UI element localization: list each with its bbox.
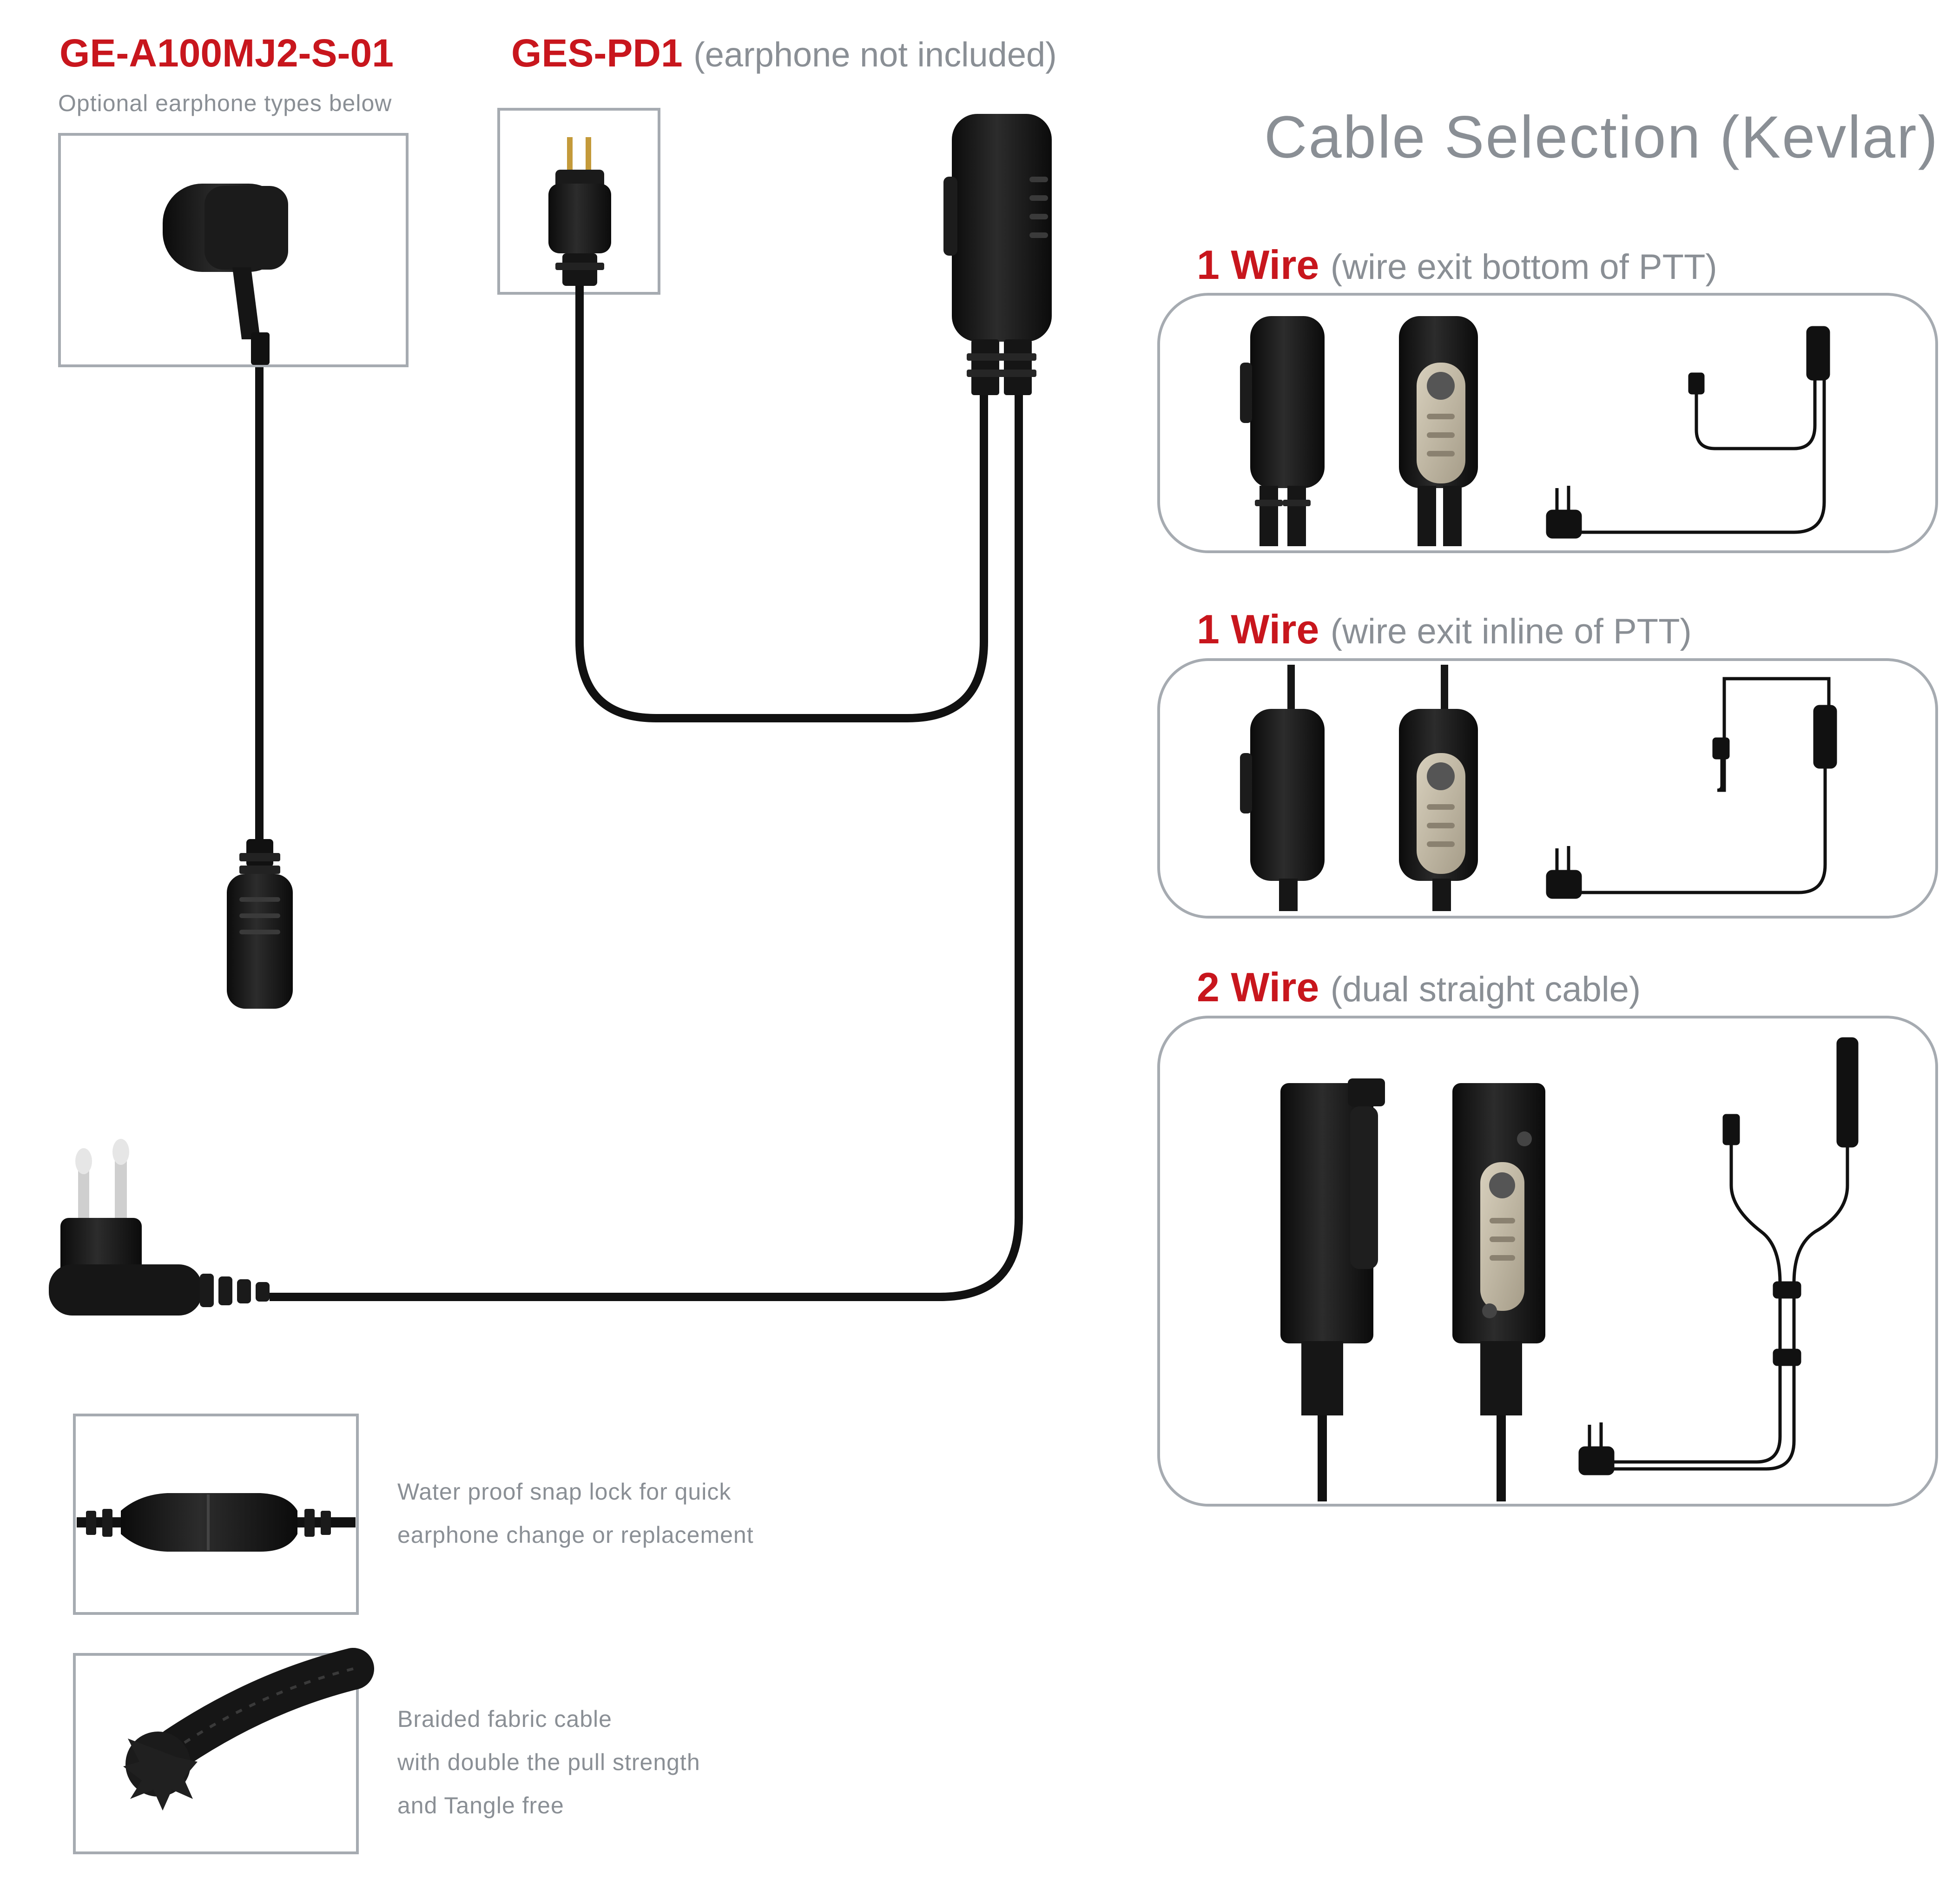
two-pin-connector-icon — [548, 137, 611, 286]
option-2-wires: 1 Wire — [1197, 606, 1319, 652]
option-2-ptt-front-icon — [1240, 665, 1325, 911]
feature-line: with double the pull strength — [397, 1749, 700, 1775]
feature-snap-lock-text: Water proof snap lock for quick earphone… — [397, 1470, 754, 1557]
option-1-wiring-diagram — [1546, 326, 1830, 539]
center-product-code: GES-PD1 — [511, 31, 683, 75]
option-3-ptt-back-icon — [1452, 1083, 1545, 1501]
option-1-ptt-back-icon — [1399, 316, 1478, 546]
option-2-heading: 1 Wire (wire exit inline of PTT) — [1197, 609, 1692, 650]
ptt-button-icon — [943, 114, 1052, 395]
option-2-wiring-diagram — [1546, 677, 1837, 899]
option-2-description: (wire exit inline of PTT) — [1330, 612, 1692, 651]
feature-line: Braided fabric cable — [397, 1706, 612, 1732]
snap-lock-icon — [77, 1493, 356, 1552]
option-3-wires: 2 Wire — [1197, 964, 1319, 1010]
option-3-ptt-front-icon — [1280, 1078, 1385, 1501]
cable-selection-title: Cable Selection (Kevlar) — [1264, 104, 1939, 171]
radio-branch-cable — [270, 390, 1023, 1301]
earphone-icon — [163, 184, 288, 365]
earphone-branch-cable — [575, 286, 988, 722]
option-3-wiring-diagram — [1578, 1037, 1859, 1475]
snap-socket-icon — [227, 839, 293, 1009]
feature-braided-text: Braided fabric cable with double the pul… — [397, 1698, 700, 1827]
braided-cable-icon — [123, 1648, 374, 1811]
radio-plug-icon — [49, 1139, 270, 1316]
option-3-description: (dual straight cable) — [1330, 970, 1641, 1009]
left-product-code: GE-A100MJ2-S-01 — [59, 31, 394, 75]
option-3-heading: 2 Wire (dual straight cable) — [1197, 967, 1641, 1008]
option-1-ptt-front-icon — [1240, 316, 1325, 546]
center-product-heading: GES-PD1 (earphone not included) — [511, 33, 1057, 73]
option-1-description: (wire exit bottom of PTT) — [1330, 247, 1717, 287]
option-1-wires: 1 Wire — [1197, 242, 1319, 288]
center-product-note: (earphone not included) — [693, 35, 1057, 74]
feature-line: Water proof snap lock for quick — [397, 1479, 732, 1505]
option-2-ptt-back-icon — [1399, 665, 1478, 911]
feature-line: earphone change or replacement — [397, 1522, 754, 1548]
left-product-note: Optional earphone types below — [58, 90, 392, 116]
option-1-heading: 1 Wire (wire exit bottom of PTT) — [1197, 245, 1717, 285]
feature-line: and Tangle free — [397, 1792, 564, 1818]
